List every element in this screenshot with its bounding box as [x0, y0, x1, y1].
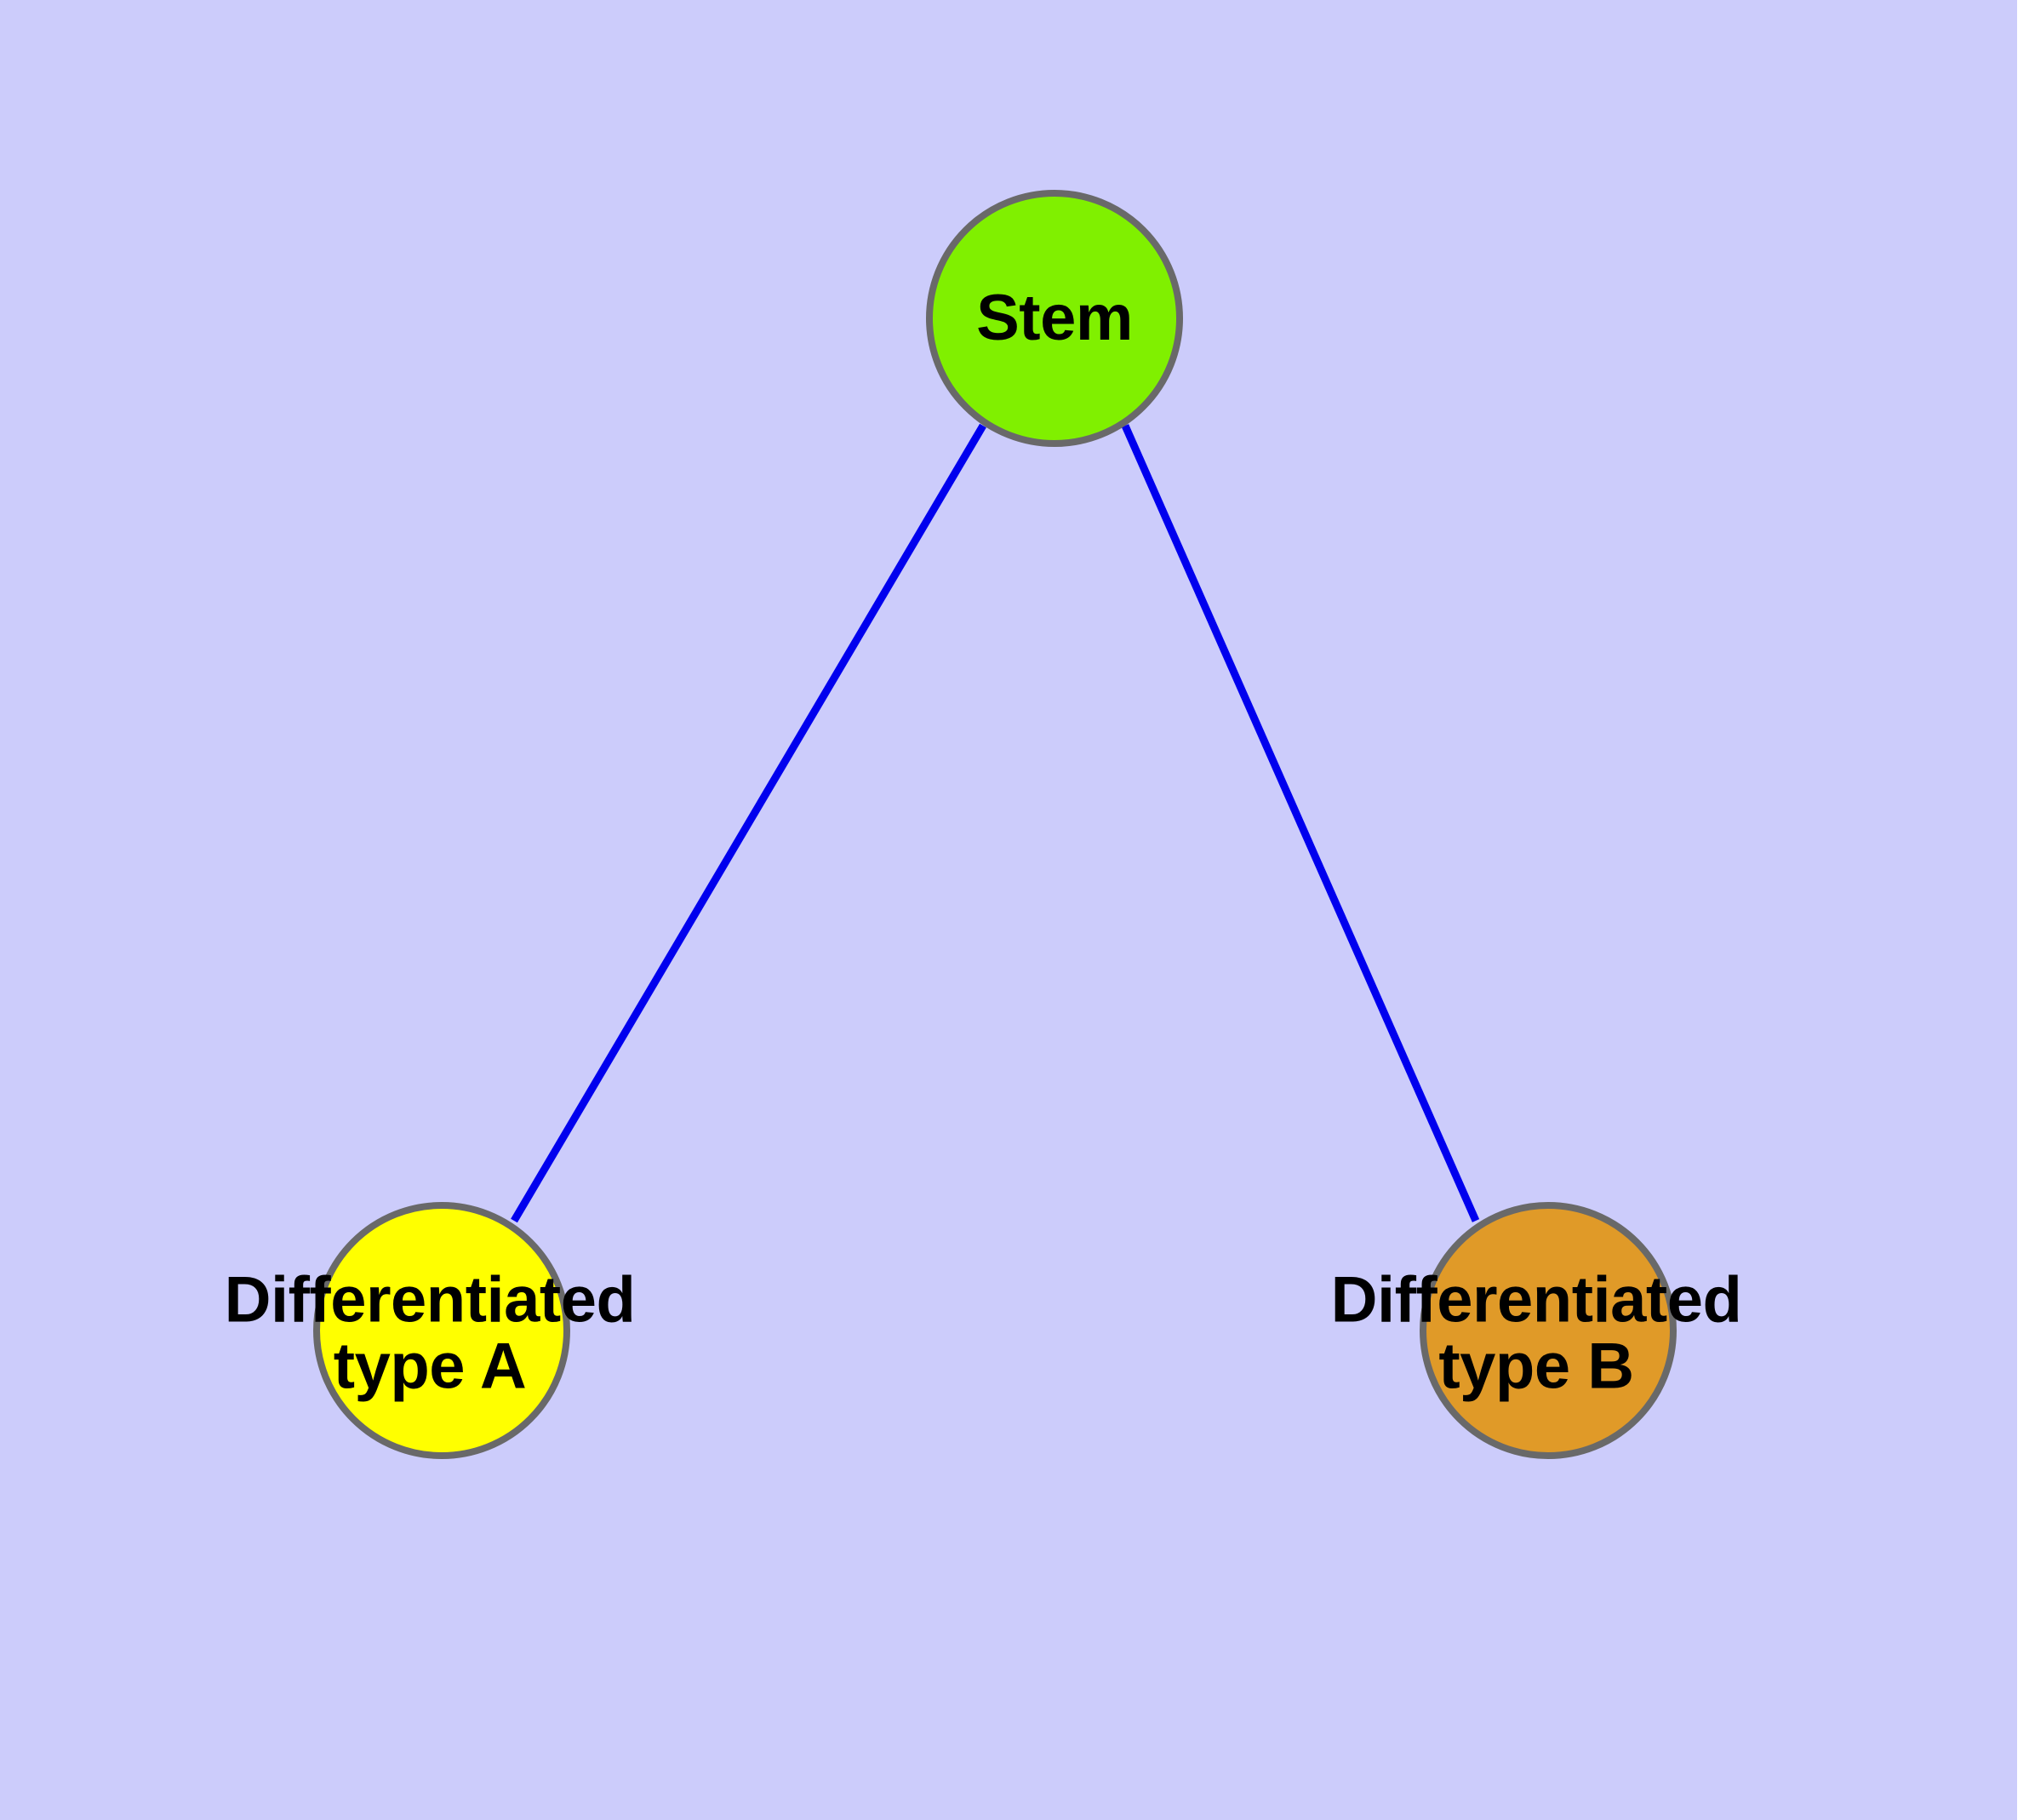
- node-layer: [313, 190, 1677, 1459]
- edge-stem-to-differentiated-type-a: [511, 423, 986, 1223]
- node-differentiated-type-a[interactable]: [313, 1202, 570, 1459]
- node-differentiated-type-b[interactable]: [1420, 1202, 1677, 1459]
- edge-layer: [511, 423, 1480, 1223]
- edge-stem-to-differentiated-type-b: [1121, 424, 1480, 1222]
- node-stem[interactable]: [926, 190, 1183, 447]
